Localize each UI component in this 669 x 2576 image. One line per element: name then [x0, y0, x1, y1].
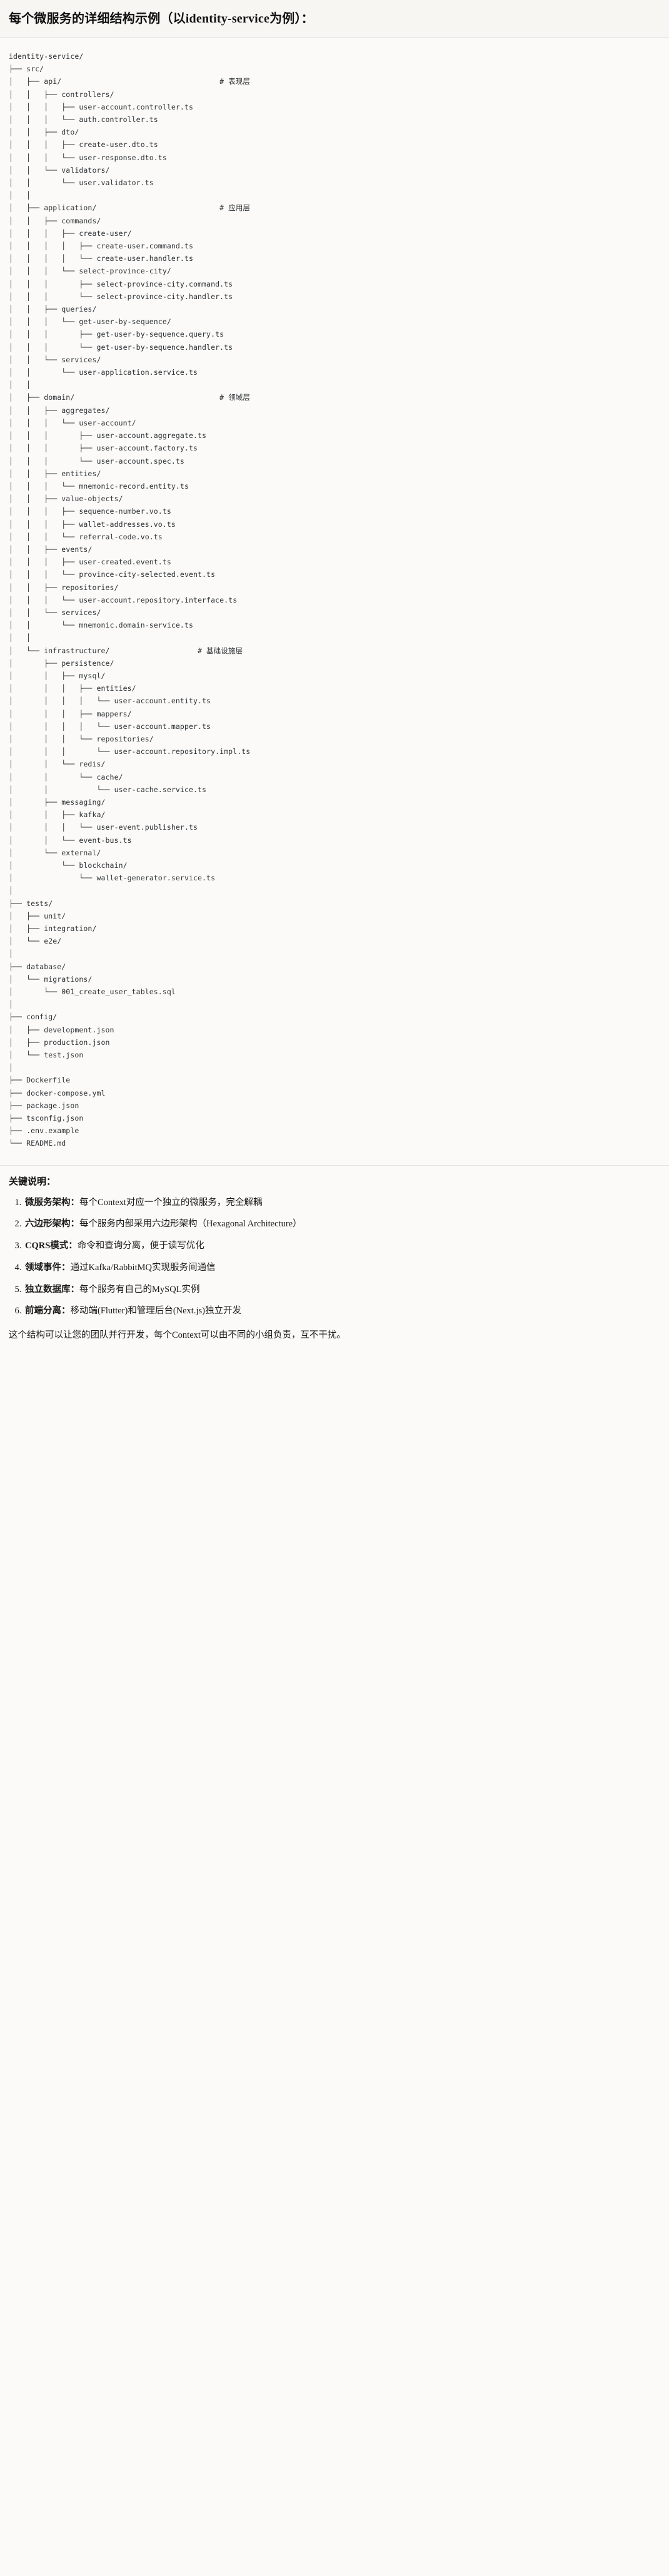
key-notes-list: 微服务架构：每个Context对应一个独立的微服务，完全解耦 六边形架构：每个服…	[9, 1196, 660, 1319]
page-title: 每个微服务的详细结构示例（以identity-service为例）：	[9, 12, 314, 26]
note-text: 移动端(Flutter)和管理后台(Next.js)独立开发	[70, 1306, 241, 1316]
list-item: 领域事件：通过Kafka/RabbitMQ实现服务间通信	[24, 1261, 660, 1275]
list-item: 前端分离：移动端(Flutter)和管理后台(Next.js)独立开发	[24, 1305, 660, 1318]
note-text: 通过Kafka/RabbitMQ实现服务间通信	[70, 1262, 216, 1273]
note-separator: ：	[70, 1284, 80, 1295]
list-item: 独立数据库：每个服务有自己的MySQL实例	[24, 1283, 660, 1297]
note-text: 每个服务内部采用六边形架构（Hexagonal Architecture）	[79, 1219, 302, 1229]
directory-tree-block: identity-service/ ├── src/ │ ├── api/ # …	[0, 38, 669, 1161]
note-label: 独立数据库	[25, 1284, 71, 1295]
key-notes-section: 关键说明： 微服务架构：每个Context对应一个独立的微服务，完全解耦 六边形…	[0, 1165, 669, 1352]
note-label: 六边形架构	[25, 1219, 71, 1229]
section-divider	[0, 1164, 669, 1166]
closing-paragraph: 这个结构可以让您的团队并行开发，每个Context可以由不同的小组负责，互不干扰…	[9, 1330, 346, 1341]
note-text: 命令和查询分离，便于读写优化	[77, 1241, 204, 1251]
directory-tree: identity-service/ ├── src/ │ ├── api/ # …	[9, 52, 251, 1148]
document-root: 每个微服务的详细结构示例（以identity-service为例）： ident…	[0, 0, 669, 1352]
note-separator: ：	[61, 1306, 71, 1316]
note-label: 前端分离	[25, 1306, 61, 1316]
list-item: 六边形架构：每个服务内部采用六边形架构（Hexagonal Architectu…	[24, 1218, 660, 1231]
list-item: CQRS模式：命令和查询分离，便于读写优化	[24, 1240, 660, 1253]
note-label: 领域事件	[25, 1262, 61, 1273]
note-separator: ：	[70, 1197, 80, 1208]
note-text: 每个服务有自己的MySQL实例	[79, 1284, 200, 1295]
list-item: 微服务架构：每个Context对应一个独立的微服务，完全解耦	[24, 1196, 660, 1210]
note-separator: ：	[68, 1241, 78, 1251]
document-header: 每个微服务的详细结构示例（以identity-service为例）：	[0, 0, 669, 38]
note-separator: ：	[70, 1219, 80, 1229]
note-label: CQRS模式	[25, 1241, 69, 1251]
note-label: 微服务架构	[25, 1197, 71, 1208]
note-separator: ：	[61, 1262, 71, 1273]
note-text: 每个Context对应一个独立的微服务，完全解耦	[79, 1197, 263, 1208]
key-notes-title: 关键说明：	[9, 1176, 56, 1187]
